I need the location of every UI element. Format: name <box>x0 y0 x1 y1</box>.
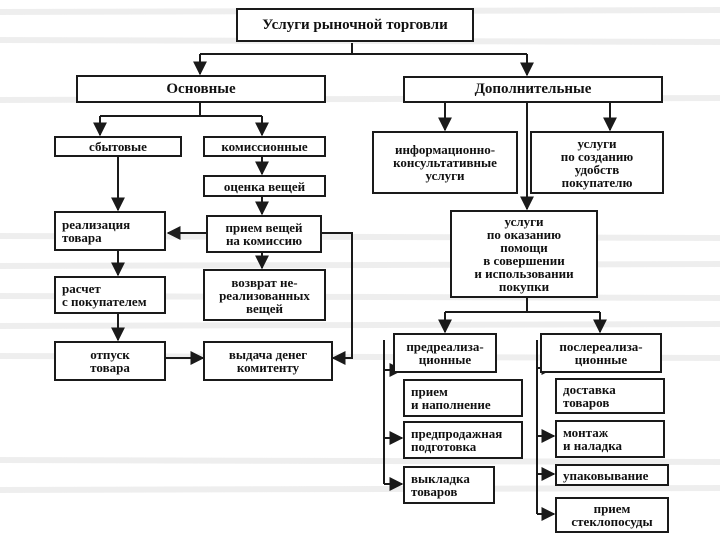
pre-sale-item-preparation: предпродажная подготовка <box>403 421 523 459</box>
group-basic: Основные <box>76 75 326 103</box>
info-consulting-services-node: информационно- консультативные услуги <box>372 131 518 194</box>
post-sale-services-node: послереализа- ционные <box>540 333 662 373</box>
post-sale-item-installation: монтаж и наладка <box>555 420 665 458</box>
commission-services-node: комиссионные <box>203 136 326 157</box>
sales-step-settlement: расчет с покупателем <box>54 276 166 314</box>
post-sale-item-packaging: упаковывание <box>555 464 669 486</box>
commission-step-payout: выдача денег комитенту <box>203 341 333 381</box>
pre-sale-item-display: выкладка товаров <box>403 466 495 504</box>
root-node: Услуги рыночной торговли <box>236 8 474 42</box>
sales-step-realization: реализация товара <box>54 211 166 251</box>
post-sale-item-glassware: прием стеклопосуды <box>555 497 669 533</box>
post-sale-item-delivery: доставка товаров <box>555 378 665 414</box>
convenience-services-node: услуги по созданию удобств покупателю <box>530 131 664 194</box>
pre-sale-item-acceptance: прием и наполнение <box>403 379 523 417</box>
group-additional: Дополнительные <box>403 76 663 103</box>
commission-step-valuation: оценка вещей <box>203 175 326 197</box>
commission-step-return: возврат не- реализованных вещей <box>203 269 326 321</box>
purchase-assistance-services-node: услуги по оказанию помощи в совершении и… <box>450 210 598 298</box>
sales-step-release: отпуск товара <box>54 341 166 381</box>
commission-step-acceptance: прием вещей на комиссию <box>206 215 322 253</box>
pre-sale-services-node: предреализа- ционные <box>393 333 497 373</box>
sales-services-node: сбытовые <box>54 136 182 157</box>
